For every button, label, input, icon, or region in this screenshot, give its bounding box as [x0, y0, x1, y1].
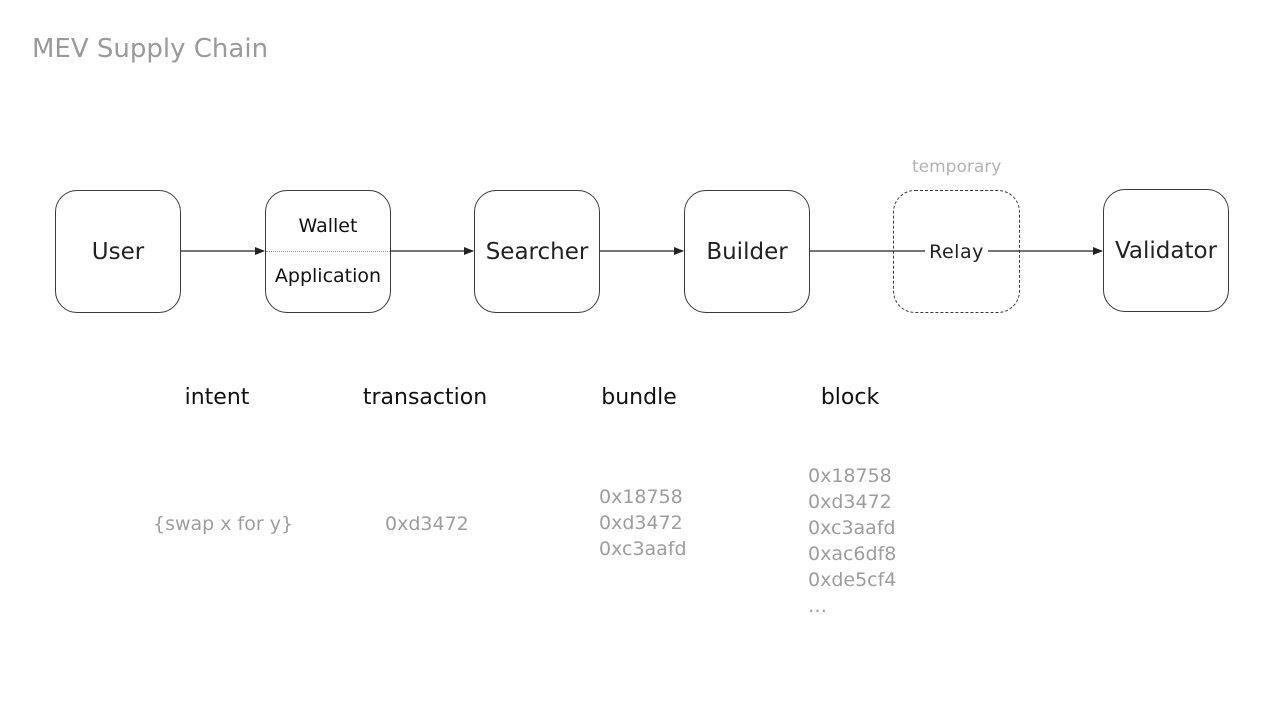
bundle-item: 0x18758 — [599, 486, 683, 508]
intent-example: {swap x for y} — [153, 513, 294, 535]
node-searcher: Searcher — [474, 190, 600, 313]
block-item: 0xd3472 — [808, 491, 892, 513]
bundle-item: 0xc3aafd — [599, 538, 687, 560]
node-wallet-application: Wallet Application — [265, 190, 391, 313]
block-transaction-list: 0x18758 0xd3472 0xc3aafd 0xac6df8 0xde5c… — [808, 463, 896, 619]
node-searcher-label: Searcher — [481, 238, 593, 265]
node-user: User — [55, 190, 181, 313]
node-relay-label: Relay — [925, 240, 988, 263]
stage-label-block: block — [820, 385, 880, 410]
stage-label-bundle: bundle — [601, 385, 677, 410]
block-item: 0xde5cf4 — [808, 569, 897, 591]
block-item: 0xac6df8 — [808, 543, 897, 565]
block-item-ellipsis: … — [808, 595, 827, 617]
block-item: 0x18758 — [808, 465, 892, 487]
node-builder: Builder — [684, 190, 810, 313]
transaction-example: 0xd3472 — [385, 513, 469, 535]
page-title: MEV Supply Chain — [32, 34, 269, 64]
node-application-label: Application — [274, 265, 382, 287]
block-item: 0xc3aafd — [808, 517, 896, 539]
node-validator: Validator — [1103, 189, 1229, 312]
node-relay: Relay — [893, 190, 1020, 313]
node-wallet-label: Wallet — [298, 215, 358, 237]
node-user-label: User — [87, 238, 149, 265]
stage-label-transaction: transaction — [362, 385, 488, 410]
wallet-application-divider — [266, 251, 390, 252]
stage-label-intent: intent — [184, 385, 250, 410]
bundle-item: 0xd3472 — [599, 512, 683, 534]
relay-temporary-note: temporary — [912, 157, 1002, 177]
bundle-transaction-list: 0x18758 0xd3472 0xc3aafd — [599, 484, 687, 562]
node-builder-label: Builder — [702, 238, 792, 265]
node-validator-label: Validator — [1110, 237, 1222, 264]
